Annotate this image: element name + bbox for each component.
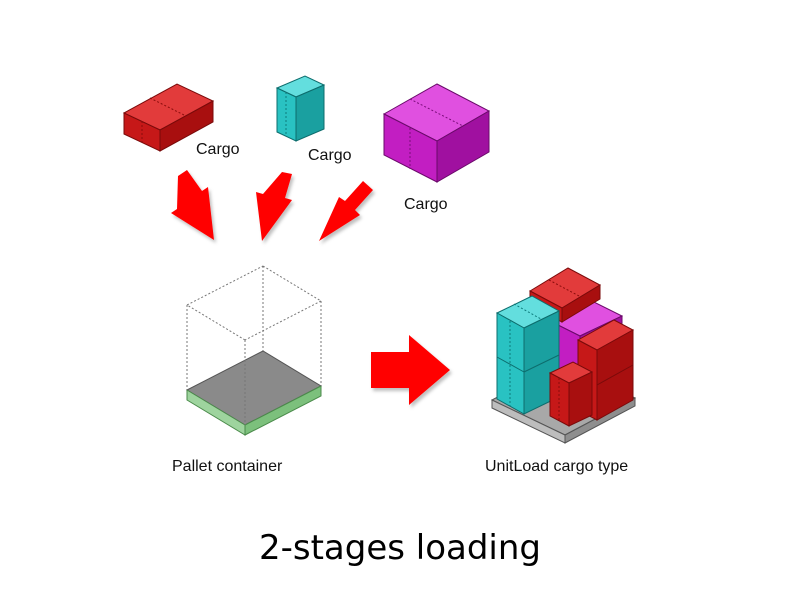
cargo-label-red: Cargo	[196, 141, 240, 158]
arrow-to-unitload	[371, 335, 450, 405]
pallet-container-drawing	[185, 265, 323, 436]
diagram-title: 2-stages loading	[258, 528, 542, 568]
cargo-label-magenta: Cargo	[404, 196, 448, 213]
arrow-from-red-cargo	[171, 170, 214, 240]
arrow-from-cyan-cargo	[256, 172, 292, 241]
arrow-from-magenta-cargo	[319, 181, 373, 241]
pallet-container-label: Pallet container	[172, 458, 283, 475]
magenta-cargo-box	[382, 83, 491, 183]
red-cargo-box	[122, 83, 215, 152]
unitload-drawing	[490, 267, 637, 444]
cyan-cargo-box	[275, 75, 326, 142]
cargo-label-cyan: Cargo	[308, 147, 352, 164]
unitload-label: UnitLoad cargo type	[485, 458, 629, 475]
